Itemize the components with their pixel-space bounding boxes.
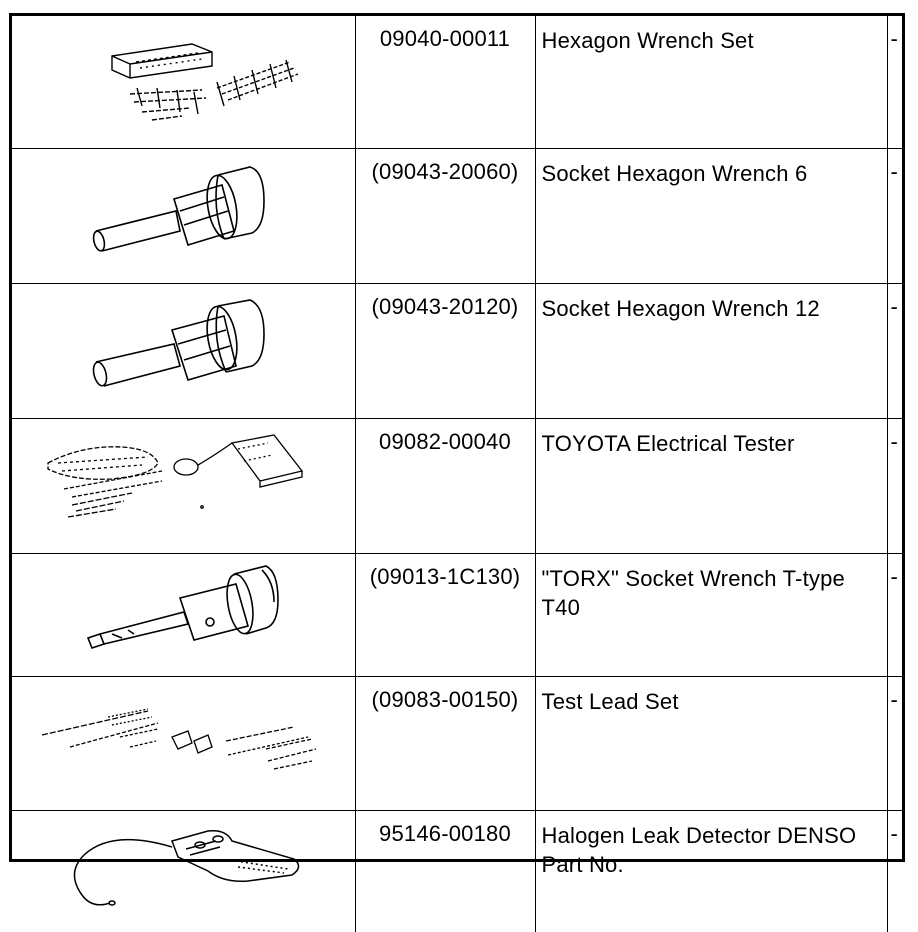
tool-illustration-cell [12, 284, 355, 419]
electrical-tester-icon [12, 419, 355, 543]
tool-illustration-cell [12, 554, 355, 677]
table-row: (09013-1C130) "TORX" Socket Wrench T-typ… [12, 554, 902, 677]
part-number: (09013-1C130) [355, 554, 535, 677]
table-row: 09040-00011 Hexagon Wrench Set - [12, 16, 902, 149]
note: - [887, 16, 902, 149]
tool-name: "TORX" Socket Wrench T-type T40 [535, 554, 887, 677]
note: - [887, 811, 902, 932]
part-number: (09043-20060) [355, 149, 535, 284]
tool-name: TOYOTA Electrical Tester [535, 419, 887, 554]
tool-illustration-cell [12, 811, 355, 932]
table-row: 09082-00040 TOYOTA Electrical Tester - [12, 419, 902, 554]
tool-name: Test Lead Set [535, 677, 887, 811]
tool-illustration-cell [12, 149, 355, 284]
socket-hexagon-wrench-icon [12, 149, 355, 273]
part-number: 09040-00011 [355, 16, 535, 149]
part-number: 95146-00180 [355, 811, 535, 932]
note: - [887, 419, 902, 554]
torx-socket-wrench-icon [12, 554, 355, 666]
test-lead-set-icon [12, 677, 355, 800]
table-row: (09083-00150) Test Lead Set - [12, 677, 902, 811]
note: - [887, 554, 902, 677]
part-number: 09082-00040 [355, 419, 535, 554]
special-tools-table: 09040-00011 Hexagon Wrench Set - (09043-… [12, 16, 902, 932]
table-row: (09043-20060) Socket Hexagon Wrench 6 - [12, 149, 902, 284]
tool-name: Socket Hexagon Wrench 6 [535, 149, 887, 284]
halogen-leak-detector-icon [12, 811, 355, 922]
tool-illustration-cell [12, 16, 355, 149]
tool-name: Hexagon Wrench Set [535, 16, 887, 149]
table-row: 95146-00180 Halogen Leak Detector DENSO … [12, 811, 902, 932]
part-number: (09043-20120) [355, 284, 535, 419]
tool-illustration-cell [12, 419, 355, 554]
tool-name: Socket Hexagon Wrench 12 [535, 284, 887, 419]
socket-hexagon-wrench-icon [12, 284, 355, 408]
note: - [887, 677, 902, 811]
note: - [887, 284, 902, 419]
tool-illustration-cell [12, 677, 355, 811]
hexagon-wrench-set-icon [12, 16, 355, 138]
part-number: (09083-00150) [355, 677, 535, 811]
tool-name: Halogen Leak Detector DENSO Part No. [535, 811, 887, 932]
note: - [887, 149, 902, 284]
table-row: (09043-20120) Socket Hexagon Wrench 12 - [12, 284, 902, 419]
